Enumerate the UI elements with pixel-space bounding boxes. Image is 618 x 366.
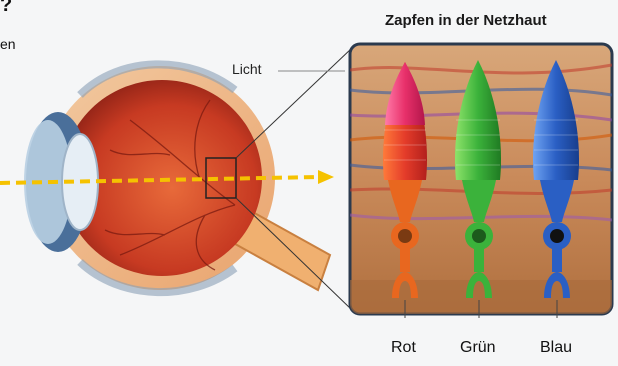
cone-label-green: Grün [460,339,496,357]
panel-title: Zapfen in der Netzhaut [385,12,547,29]
light-label: Licht [232,61,262,77]
cone-panel [350,44,612,318]
light-ray-arrowhead [318,170,334,184]
cone-label-blue: Blau [540,339,572,357]
cone-label-red: Rot [391,339,416,357]
